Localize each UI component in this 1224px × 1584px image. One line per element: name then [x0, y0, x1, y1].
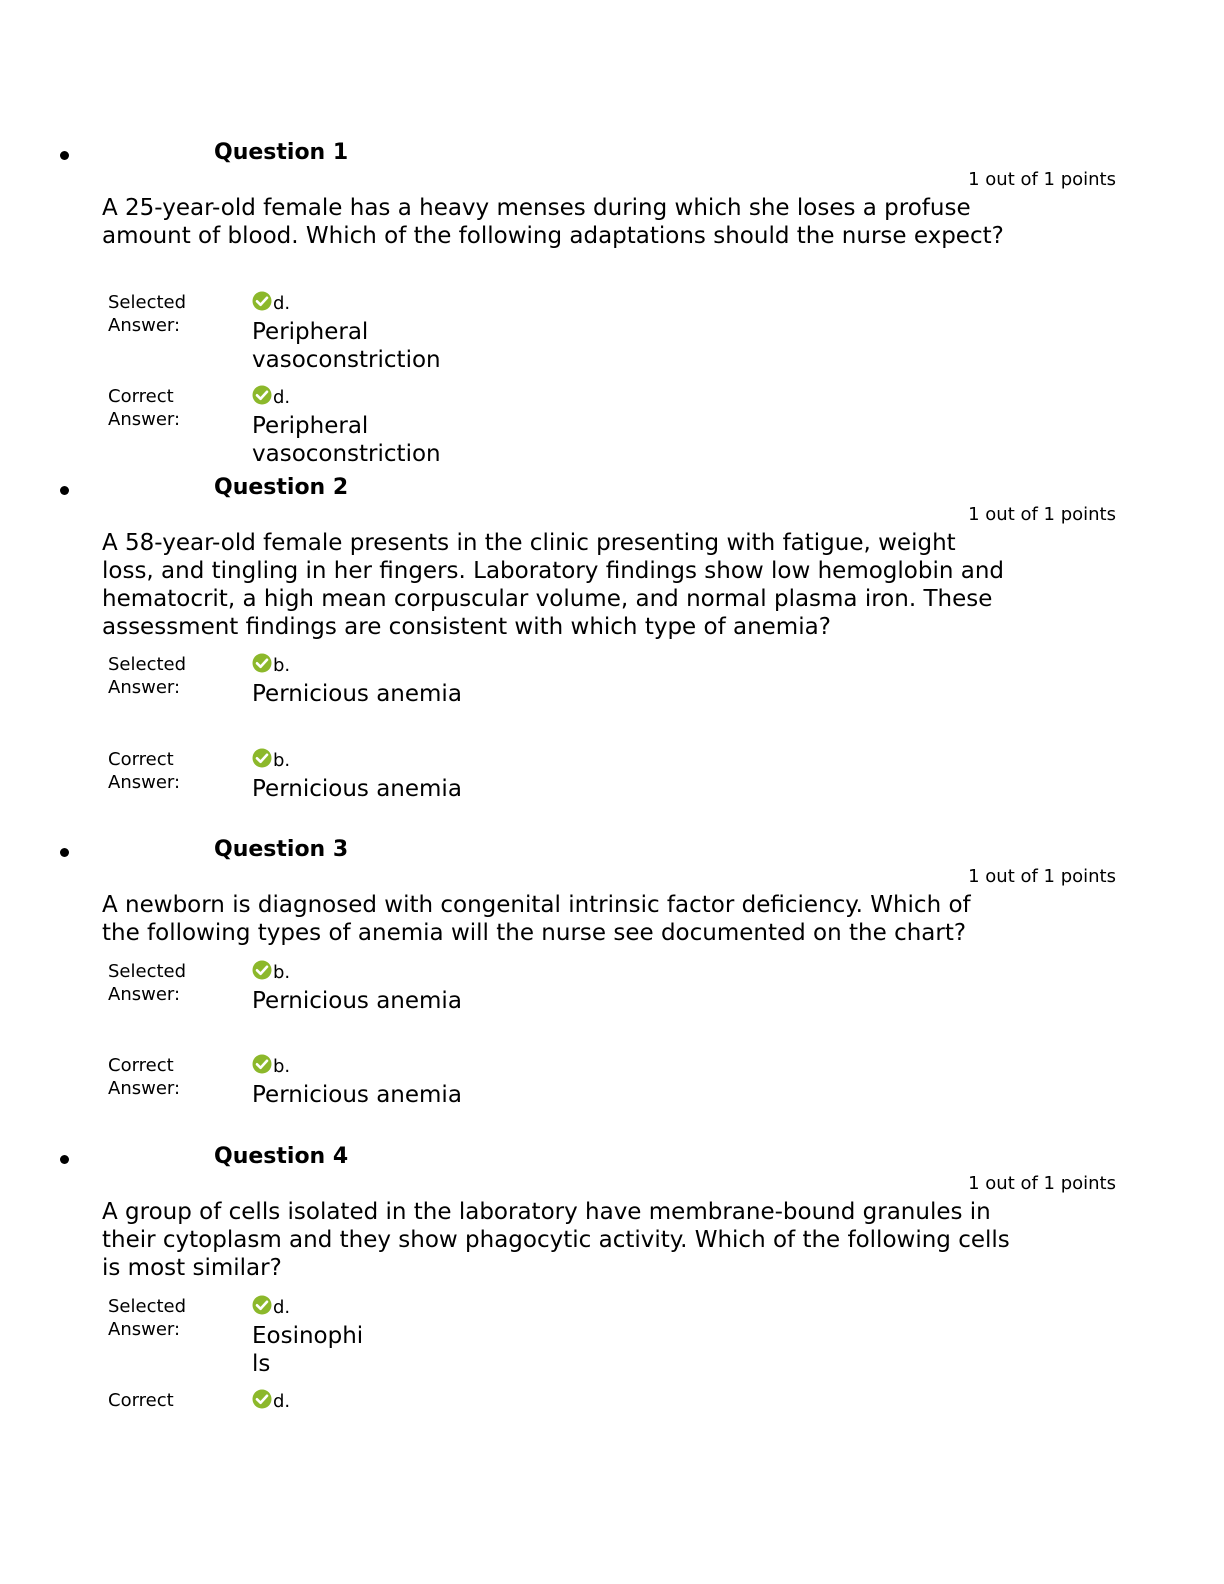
correct-answer-value: b. Pernicious anemia [252, 1054, 482, 1109]
answer-letter: d. [273, 1391, 291, 1412]
answer-letter: d. [273, 387, 291, 408]
correct-answer-value: d. [252, 1389, 482, 1413]
question-title: Question 3 [214, 837, 349, 862]
green-check-circle-icon [252, 1295, 272, 1315]
correct-answer-value: d. Peripheral vasoconstriction [252, 385, 482, 468]
correct-answer-label: Correct Answer: [108, 386, 181, 430]
answer-text: Eosinophils [252, 1323, 364, 1377]
answer-text: Pernicious anemia [252, 1082, 462, 1108]
bullet [60, 486, 69, 495]
answer-text: Pernicious anemia [252, 988, 462, 1014]
question-text: A 58-year-old female presents in the cli… [102, 530, 1005, 640]
answer-text: Pernicious anemia [252, 681, 462, 707]
selected-answer-value: d. Peripheral vasoconstriction [252, 291, 482, 374]
answer-letter: b. [273, 750, 291, 771]
selected-answer-label: Selected Answer: [108, 961, 187, 1005]
question-title: Question 4 [214, 1144, 349, 1169]
green-check-circle-icon [252, 1389, 272, 1409]
correct-answer-label: Correct Answer: [108, 749, 181, 793]
answer-letter: b. [273, 962, 291, 983]
selected-answer-value: d. Eosinophils [252, 1295, 364, 1378]
points-score: 1 out of 1 points [968, 169, 1116, 190]
question-text: A newborn is diagnosed with congenital i… [102, 892, 971, 946]
green-check-circle-icon [252, 653, 272, 673]
question-text: A 25-year-old female has a heavy menses … [102, 195, 1004, 249]
selected-answer-value: b. Pernicious anemia [252, 960, 482, 1015]
selected-answer-label: Selected Answer: [108, 1296, 187, 1340]
answer-text: Peripheral vasoconstriction [252, 319, 441, 373]
green-check-circle-icon [252, 960, 272, 980]
bullet [60, 151, 69, 160]
answer-text: Pernicious anemia [252, 776, 462, 802]
points-score: 1 out of 1 points [968, 866, 1116, 887]
green-check-circle-icon [252, 385, 272, 405]
answer-text: Peripheral vasoconstriction [252, 413, 441, 467]
points-score: 1 out of 1 points [968, 1173, 1116, 1194]
selected-answer-value: b. Pernicious anemia [252, 653, 482, 708]
points-score: 1 out of 1 points [968, 504, 1116, 525]
green-check-circle-icon [252, 748, 272, 768]
selected-answer-label: Selected Answer: [108, 654, 187, 698]
bullet [60, 848, 69, 857]
question-title: Question 1 [214, 140, 349, 165]
correct-answer-label: Correct [108, 1390, 174, 1411]
green-check-circle-icon [252, 291, 272, 311]
answer-letter: d. [273, 293, 291, 314]
answer-letter: d. [273, 1297, 291, 1318]
answer-letter: b. [273, 1056, 291, 1077]
bullet [60, 1155, 69, 1164]
question-title: Question 2 [214, 475, 349, 500]
selected-answer-label: Selected Answer: [108, 292, 187, 336]
answer-letter: b. [273, 655, 291, 676]
green-check-circle-icon [252, 1054, 272, 1074]
correct-answer-label: Correct Answer: [108, 1055, 181, 1099]
question-text: A group of cells isolated in the laborat… [102, 1199, 1010, 1281]
correct-answer-value: b. Pernicious anemia [252, 748, 482, 803]
